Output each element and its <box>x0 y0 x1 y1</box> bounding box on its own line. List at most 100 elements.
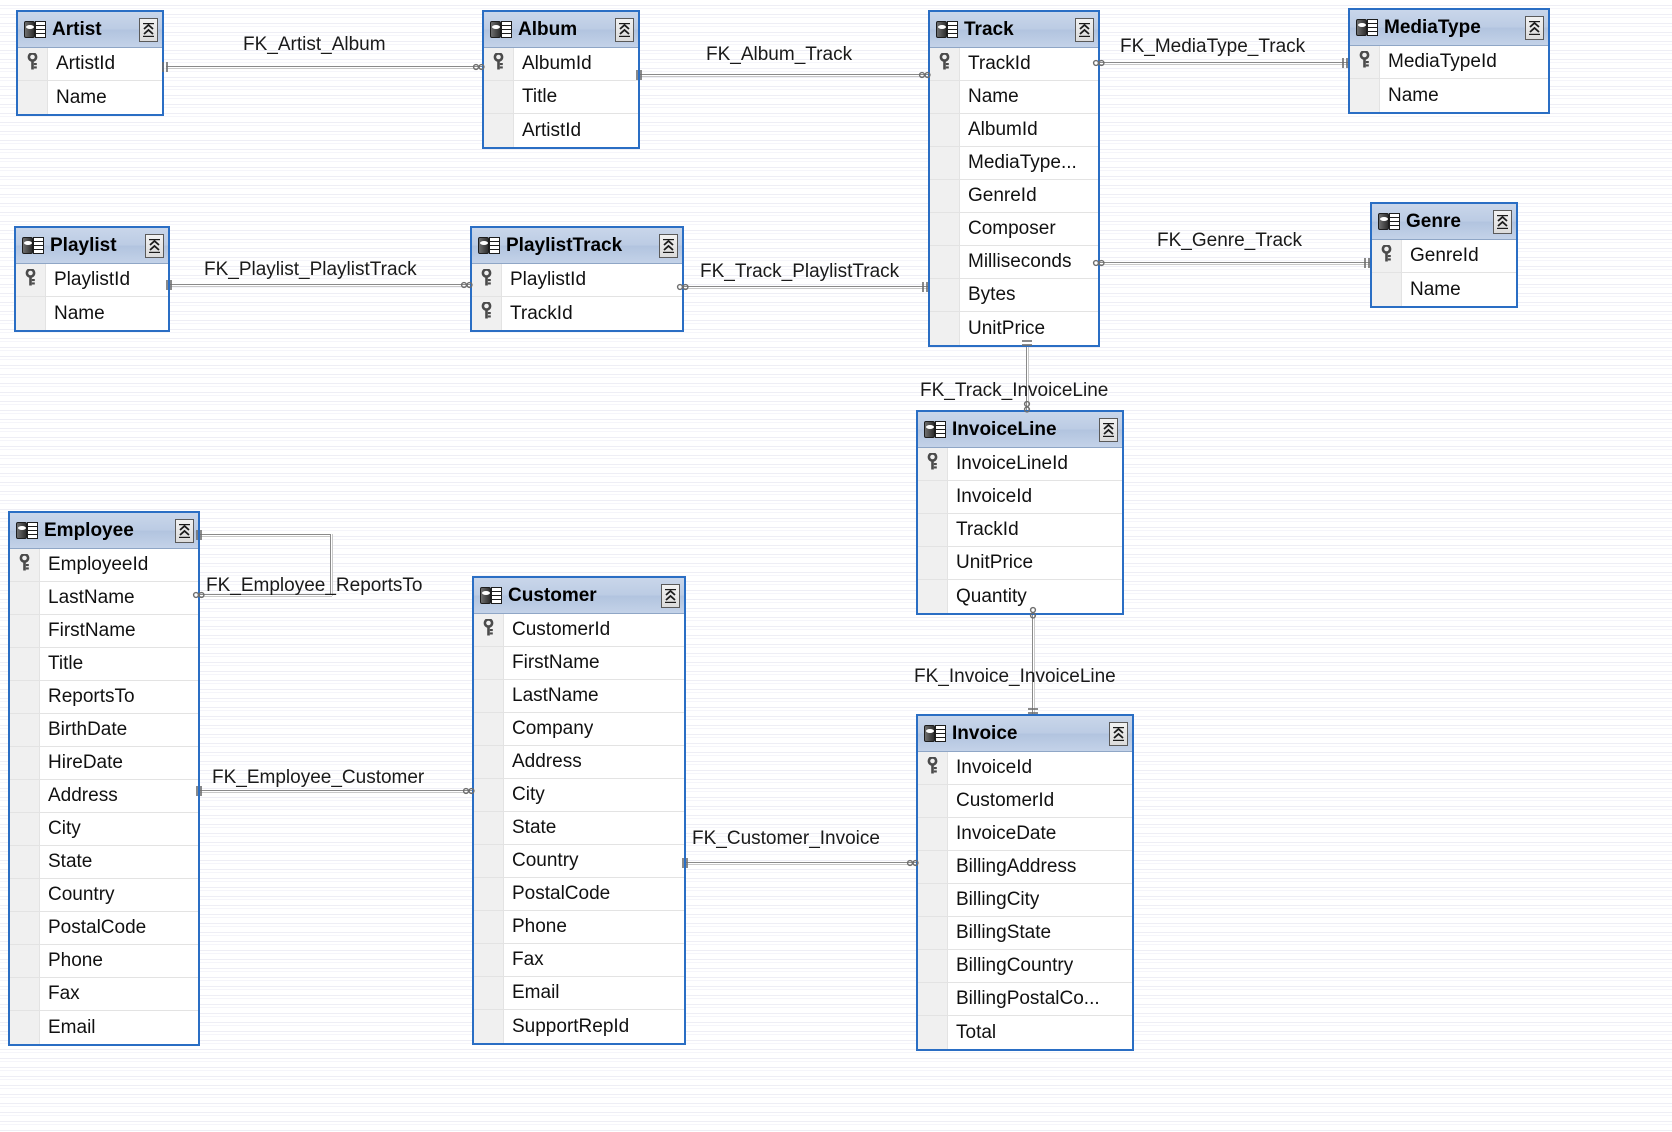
table-row[interactable]: TrackId <box>472 297 682 330</box>
table-row[interactable]: ArtistId <box>18 48 162 81</box>
relationship-label-fk-employee-reportsto[interactable]: FK_Employee_ReportsTo <box>206 575 423 596</box>
table-row[interactable]: Phone <box>10 945 198 978</box>
table-row[interactable]: MediaType... <box>930 147 1098 180</box>
table-row[interactable]: Email <box>10 1011 198 1044</box>
table-row[interactable]: Country <box>10 879 198 912</box>
table-row[interactable]: EmployeeId <box>10 549 198 582</box>
connector-track-invoiceline[interactable] <box>1026 342 1029 412</box>
table-row[interactable]: FirstName <box>474 647 684 680</box>
table-row[interactable]: Composer <box>930 213 1098 246</box>
table-row[interactable]: City <box>10 813 198 846</box>
table-row[interactable]: Total <box>918 1016 1132 1049</box>
connector-track-playlisttrack[interactable] <box>684 286 930 289</box>
connector-genre-track[interactable] <box>1100 262 1372 265</box>
table-row[interactable]: State <box>10 846 198 879</box>
table-row[interactable]: PlaylistId <box>16 264 168 297</box>
table-row[interactable]: MediaTypeId <box>1350 46 1548 79</box>
table-row[interactable]: InvoiceLineId <box>918 448 1122 481</box>
table-row[interactable]: Country <box>474 845 684 878</box>
table-row[interactable]: Phone <box>474 911 684 944</box>
table-row[interactable]: Title <box>484 81 638 114</box>
table-row[interactable]: PlaylistId <box>472 264 682 297</box>
entity-table-header-employee[interactable]: Employee <box>10 513 198 549</box>
table-row[interactable]: PostalCode <box>10 912 198 945</box>
relationship-label-fk-mediatype-track[interactable]: FK_MediaType_Track <box>1120 36 1306 57</box>
table-row[interactable]: City <box>474 779 684 812</box>
double-chevron-up-icon[interactable] <box>139 17 158 42</box>
double-chevron-up-icon[interactable] <box>1525 15 1544 40</box>
table-row[interactable]: Name <box>930 81 1098 114</box>
connector-mediatype-track[interactable] <box>1100 62 1350 65</box>
table-row[interactable]: Fax <box>10 978 198 1011</box>
connector-playlist-playlisttrack[interactable] <box>170 284 472 287</box>
table-row[interactable]: GenreId <box>1372 240 1516 273</box>
connector-invoice-invoiceline[interactable] <box>1032 612 1035 716</box>
double-chevron-up-icon[interactable] <box>1493 209 1512 234</box>
entity-table-header-invoice[interactable]: Invoice <box>918 716 1132 752</box>
table-row[interactable]: Name <box>16 297 168 330</box>
table-row[interactable]: SupportRepId <box>474 1010 684 1043</box>
entity-table-header-invoiceline[interactable]: InvoiceLine <box>918 412 1122 448</box>
table-row[interactable]: Email <box>474 977 684 1010</box>
relationship-label-fk-album-track[interactable]: FK_Album_Track <box>706 44 853 65</box>
table-row[interactable]: LastName <box>474 680 684 713</box>
table-row[interactable]: UnitPrice <box>930 312 1098 345</box>
table-row[interactable]: BirthDate <box>10 714 198 747</box>
connector-employee-customer[interactable] <box>200 790 474 793</box>
table-row[interactable]: LastName <box>10 582 198 615</box>
entity-table-header-customer[interactable]: Customer <box>474 578 684 614</box>
double-chevron-up-icon[interactable] <box>661 583 680 608</box>
table-row[interactable]: GenreId <box>930 180 1098 213</box>
connector-artist-album[interactable] <box>166 66 484 69</box>
table-row[interactable]: BillingCity <box>918 884 1132 917</box>
relationship-label-fk-playlist-playlisttrack[interactable]: FK_Playlist_PlaylistTrack <box>204 259 417 280</box>
table-row[interactable]: BillingState <box>918 917 1132 950</box>
relationship-label-fk-track-invoiceline[interactable]: FK_Track_InvoiceLine <box>920 380 1109 401</box>
table-row[interactable]: ArtistId <box>484 114 638 147</box>
entity-table-header-mediatype[interactable]: MediaType <box>1350 10 1548 46</box>
relationship-label-fk-track-playlisttrack[interactable]: FK_Track_PlaylistTrack <box>700 261 900 282</box>
double-chevron-up-icon[interactable] <box>1109 721 1128 746</box>
table-row[interactable]: Address <box>10 780 198 813</box>
table-row[interactable]: HireDate <box>10 747 198 780</box>
table-row[interactable]: Title <box>10 648 198 681</box>
entity-table-header-genre[interactable]: Genre <box>1372 204 1516 240</box>
entity-table-header-playlisttrack[interactable]: PlaylistTrack <box>472 228 682 264</box>
table-row[interactable]: InvoiceDate <box>918 818 1132 851</box>
table-row[interactable]: BillingPostalCo... <box>918 983 1132 1016</box>
table-row[interactable]: Name <box>18 81 162 114</box>
table-row[interactable]: Fax <box>474 944 684 977</box>
double-chevron-up-icon[interactable] <box>175 518 194 543</box>
relationship-label-fk-customer-invoice[interactable]: FK_Customer_Invoice <box>692 828 880 849</box>
table-row[interactable]: State <box>474 812 684 845</box>
double-chevron-up-icon[interactable] <box>659 233 678 258</box>
connector-employee-reportsto-bottom[interactable] <box>200 594 332 597</box>
table-row[interactable]: BillingAddress <box>918 851 1132 884</box>
table-row[interactable]: TrackId <box>918 514 1122 547</box>
connector-album-track[interactable] <box>640 74 930 77</box>
double-chevron-up-icon[interactable] <box>1099 417 1118 442</box>
relationship-label-fk-invoice-invoiceline[interactable]: FK_Invoice_InvoiceLine <box>914 666 1116 687</box>
table-row[interactable]: CustomerId <box>918 785 1132 818</box>
table-row[interactable]: Name <box>1350 79 1548 112</box>
table-row[interactable]: Bytes <box>930 279 1098 312</box>
table-row[interactable]: Name <box>1372 273 1516 306</box>
table-row[interactable]: Address <box>474 746 684 779</box>
relationship-label-fk-genre-track[interactable]: FK_Genre_Track <box>1157 230 1303 251</box>
entity-table-header-playlist[interactable]: Playlist <box>16 228 168 264</box>
table-row[interactable]: AlbumId <box>930 114 1098 147</box>
table-row[interactable]: BillingCountry <box>918 950 1132 983</box>
relationship-label-fk-artist-album[interactable]: FK_Artist_Album <box>243 34 386 55</box>
table-row[interactable]: Quantity <box>918 580 1122 613</box>
entity-table-header-artist[interactable]: Artist <box>18 12 162 48</box>
double-chevron-up-icon[interactable] <box>145 233 164 258</box>
table-row[interactable]: UnitPrice <box>918 547 1122 580</box>
table-row[interactable]: Company <box>474 713 684 746</box>
